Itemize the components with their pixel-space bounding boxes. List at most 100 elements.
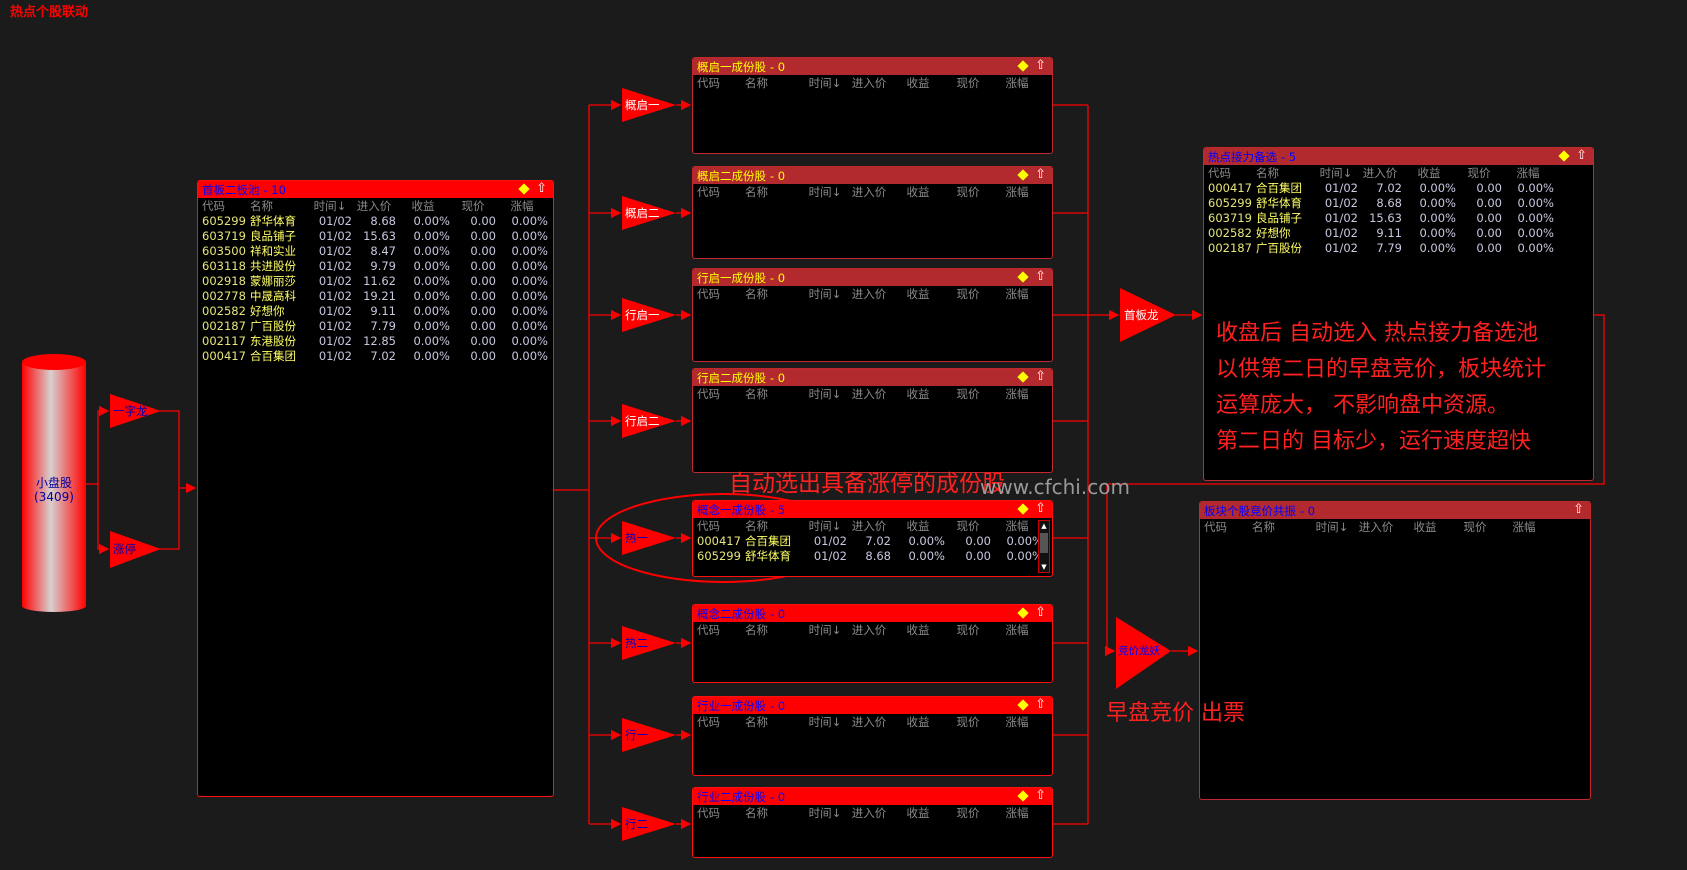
column-header[interactable]: 现价 bbox=[956, 805, 980, 820]
scroll-up-icon[interactable]: ▲ bbox=[1041, 522, 1047, 530]
column-header[interactable]: 收益 bbox=[906, 518, 930, 533]
node-triangle[interactable] bbox=[622, 521, 676, 555]
column-header[interactable]: 进入价 bbox=[851, 286, 887, 301]
scroll-down-icon[interactable]: ▼ bbox=[1041, 563, 1047, 571]
column-header[interactable]: 涨幅 bbox=[510, 198, 534, 213]
column-header[interactable]: 代码 bbox=[697, 286, 720, 301]
column-header[interactable]: 名称 bbox=[745, 386, 768, 401]
column-header[interactable]: 名称 bbox=[745, 75, 768, 90]
column-header[interactable]: 收益 bbox=[906, 184, 930, 199]
column-header[interactable]: 代码 bbox=[697, 75, 720, 90]
column-header[interactable]: 进入价 bbox=[851, 386, 887, 401]
node-yizilong[interactable] bbox=[110, 394, 161, 428]
diamond-icon[interactable] bbox=[1017, 607, 1029, 619]
column-header[interactable]: 收益 bbox=[906, 805, 930, 820]
up-arrow-icon[interactable]: ⇧ bbox=[1035, 58, 1046, 73]
column-header[interactable]: 名称 bbox=[745, 286, 768, 301]
up-arrow-icon[interactable]: ⇧ bbox=[1035, 697, 1046, 712]
node-triangle[interactable] bbox=[622, 404, 676, 438]
column-header[interactable]: 涨幅 bbox=[1005, 805, 1029, 820]
up-arrow-icon[interactable]: ⇧ bbox=[1035, 501, 1046, 516]
column-header[interactable]: 时间↓ bbox=[313, 198, 347, 213]
diamond-icon[interactable] bbox=[1017, 371, 1029, 383]
column-header[interactable]: 名称 bbox=[745, 805, 768, 820]
column-header[interactable]: 时间↓ bbox=[808, 518, 842, 533]
column-header[interactable]: 进入价 bbox=[851, 518, 887, 533]
column-header[interactable]: 现价 bbox=[956, 75, 980, 90]
diamond-icon[interactable] bbox=[518, 183, 530, 195]
column-header[interactable]: 代码 bbox=[697, 714, 720, 729]
column-header[interactable]: 现价 bbox=[956, 386, 980, 401]
node-triangle[interactable] bbox=[622, 88, 676, 122]
up-arrow-icon[interactable]: ⇧ bbox=[1035, 269, 1046, 284]
node-triangle[interactable] bbox=[622, 196, 676, 230]
column-header[interactable]: 进入价 bbox=[851, 75, 887, 90]
column-header[interactable]: 收益 bbox=[906, 622, 930, 637]
column-header[interactable]: 涨幅 bbox=[1005, 286, 1029, 301]
column-header[interactable]: 时间↓ bbox=[808, 75, 842, 90]
column-header[interactable]: 时间↓ bbox=[808, 805, 842, 820]
column-header[interactable]: 代码 bbox=[697, 518, 720, 533]
column-header[interactable]: 收益 bbox=[1413, 519, 1437, 534]
up-arrow-icon[interactable]: ⇧ bbox=[1035, 605, 1046, 620]
column-header[interactable]: 时间↓ bbox=[1315, 519, 1349, 534]
column-header[interactable]: 进入价 bbox=[1358, 519, 1394, 534]
column-header[interactable]: 现价 bbox=[956, 184, 980, 199]
column-header[interactable]: 现价 bbox=[1463, 519, 1487, 534]
column-header[interactable]: 收益 bbox=[906, 286, 930, 301]
diamond-icon[interactable] bbox=[1017, 790, 1029, 802]
column-header[interactable]: 进入价 bbox=[1362, 165, 1398, 180]
column-header[interactable]: 时间↓ bbox=[808, 286, 842, 301]
column-header[interactable]: 涨幅 bbox=[1005, 714, 1029, 729]
column-header[interactable]: 涨幅 bbox=[1005, 75, 1029, 90]
column-header[interactable]: 进入价 bbox=[851, 622, 887, 637]
column-header[interactable]: 时间↓ bbox=[808, 714, 842, 729]
column-header[interactable]: 名称 bbox=[745, 518, 768, 533]
column-header[interactable]: 现价 bbox=[461, 198, 485, 213]
column-header[interactable]: 名称 bbox=[745, 184, 768, 199]
node-triangle[interactable] bbox=[622, 807, 676, 841]
column-header[interactable]: 现价 bbox=[956, 286, 980, 301]
up-arrow-icon[interactable]: ⇧ bbox=[1573, 502, 1584, 517]
column-header[interactable]: 进入价 bbox=[851, 714, 887, 729]
column-header[interactable]: 涨幅 bbox=[1512, 519, 1536, 534]
node-triangle[interactable] bbox=[622, 298, 676, 332]
source-cylinder[interactable] bbox=[22, 354, 86, 612]
column-header[interactable]: 现价 bbox=[956, 518, 980, 533]
column-header[interactable]: 现价 bbox=[1467, 165, 1491, 180]
column-header[interactable]: 现价 bbox=[956, 714, 980, 729]
column-header[interactable]: 名称 bbox=[1256, 165, 1279, 180]
diamond-icon[interactable] bbox=[1017, 169, 1029, 181]
column-header[interactable]: 收益 bbox=[906, 386, 930, 401]
diamond-icon[interactable] bbox=[1017, 60, 1029, 72]
column-header[interactable]: 代码 bbox=[1208, 165, 1231, 180]
node-zhangting[interactable] bbox=[110, 531, 161, 568]
column-header[interactable]: 涨幅 bbox=[1005, 518, 1029, 533]
column-header[interactable]: 名称 bbox=[745, 714, 768, 729]
column-header[interactable]: 收益 bbox=[411, 198, 435, 213]
up-arrow-icon[interactable]: ⇧ bbox=[1035, 369, 1046, 384]
diamond-icon[interactable] bbox=[1017, 699, 1029, 711]
column-header[interactable]: 名称 bbox=[250, 198, 273, 213]
up-arrow-icon[interactable]: ⇧ bbox=[1035, 788, 1046, 803]
column-header[interactable]: 涨幅 bbox=[1005, 622, 1029, 637]
column-header[interactable]: 涨幅 bbox=[1005, 184, 1029, 199]
scroll-thumb[interactable] bbox=[1040, 533, 1048, 553]
column-header[interactable]: 代码 bbox=[1204, 519, 1227, 534]
column-header[interactable]: 时间↓ bbox=[808, 184, 842, 199]
column-header[interactable]: 代码 bbox=[202, 198, 225, 213]
column-header[interactable]: 进入价 bbox=[851, 184, 887, 199]
